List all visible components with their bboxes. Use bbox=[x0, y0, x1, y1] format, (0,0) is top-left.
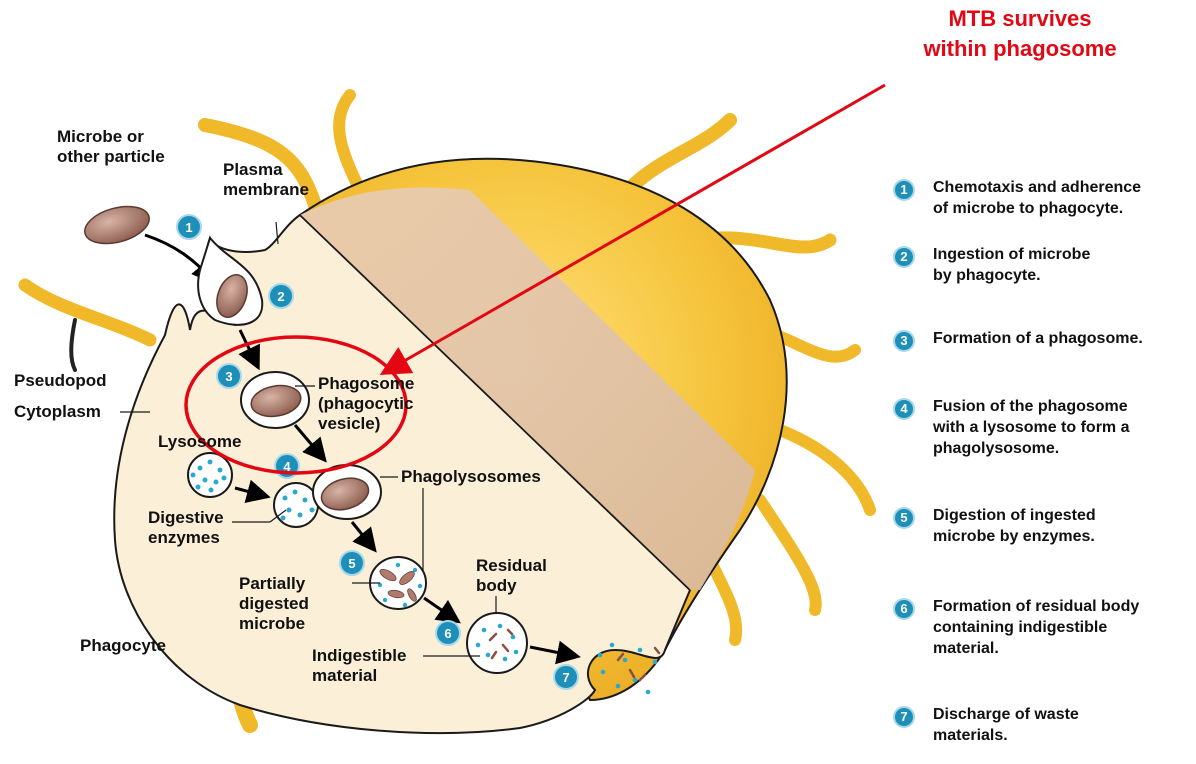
diagram-badge-6: 6 bbox=[436, 621, 460, 645]
svg-text:2: 2 bbox=[277, 289, 284, 304]
label-residual-body: Residual body bbox=[476, 556, 547, 596]
pseudopod-right-2 bbox=[780, 430, 870, 510]
pseudopod-right-3 bbox=[760, 500, 816, 610]
legend-badge-3: 3 bbox=[893, 330, 915, 352]
diagram-badge-3: 3 bbox=[217, 364, 241, 388]
svg-text:1: 1 bbox=[185, 220, 192, 235]
legend-badge-4: 4 bbox=[893, 398, 915, 420]
diagram-badge-5: 5 bbox=[340, 551, 364, 575]
label-lysosome: Lysosome bbox=[158, 432, 241, 452]
svg-text:3: 3 bbox=[225, 369, 232, 384]
legend-badge-7: 7 bbox=[893, 706, 915, 728]
legend-step-6: 6 Formation of residual body containing … bbox=[893, 596, 1193, 656]
legend-text-5: Digestion of ingested microbe by enzymes… bbox=[933, 505, 1195, 547]
legend-text-7: Discharge of waste materials. bbox=[933, 704, 1195, 746]
legend-badge-1: 1 bbox=[893, 179, 915, 201]
label-microbe: Microbe or other particle bbox=[57, 127, 165, 167]
legend-text-3: Formation of a phagosome. bbox=[933, 328, 1195, 349]
legend-step-2: 2 Ingestion of microbe by phagocyte. bbox=[893, 244, 1193, 304]
label-indigestible: Indigestible material bbox=[312, 646, 406, 686]
label-partially-digested: Partially digested microbe bbox=[239, 574, 309, 634]
microbe-free bbox=[81, 200, 154, 250]
label-cytoplasm: Cytoplasm bbox=[14, 402, 101, 422]
diagram-badge-2: 2 bbox=[269, 284, 293, 308]
phagocytosis-diagram: 1 2 3 4 5 6 7 MTB survives within phagos… bbox=[0, 0, 1196, 746]
label-phagocyte: Phagocyte bbox=[80, 636, 166, 656]
legend-step-3: 3 Formation of a phagosome. bbox=[893, 328, 1193, 388]
legend-step-4: 4 Fusion of the phagosome with a lysosom… bbox=[893, 396, 1193, 456]
pseudopod-top-right bbox=[339, 95, 360, 190]
legend-badge-2: 2 bbox=[893, 246, 915, 268]
label-phagolysosomes: Phagolysosomes bbox=[401, 467, 541, 487]
legend-text-2: Ingestion of microbe by phagocyte. bbox=[933, 244, 1195, 286]
legend-badge-5: 5 bbox=[893, 507, 915, 529]
fusing-lysosome bbox=[274, 483, 318, 527]
svg-text:5: 5 bbox=[348, 556, 355, 571]
legend-text-6: Formation of residual body containing in… bbox=[933, 596, 1195, 659]
label-digestive-enzymes: Digestive enzymes bbox=[148, 508, 224, 548]
label-phagosome: Phagosome (phagocytic vesicle) bbox=[318, 374, 414, 434]
residual-body bbox=[467, 613, 527, 673]
legend-step-5: 5 Digestion of ingested microbe by enzym… bbox=[893, 505, 1193, 565]
pseudopod-left-thin bbox=[71, 320, 75, 370]
svg-text:6: 6 bbox=[444, 626, 451, 641]
pseudopod-bottom-right bbox=[710, 560, 736, 640]
label-pseudopod: Pseudopod bbox=[14, 371, 107, 391]
diagram-badge-1: 1 bbox=[177, 215, 201, 239]
legend-badge-6: 6 bbox=[893, 598, 915, 620]
pseudopod-left bbox=[25, 285, 150, 340]
legend-step-1: 1 Chemotaxis and adherence of microbe to… bbox=[893, 177, 1193, 237]
legend-text-4: Fusion of the phagosome with a lysosome … bbox=[933, 396, 1195, 459]
diagram-badge-7: 7 bbox=[554, 665, 578, 689]
label-plasma-membrane: Plasma membrane bbox=[223, 160, 309, 200]
legend-text-1: Chemotaxis and adherence of microbe to p… bbox=[933, 177, 1195, 219]
svg-text:7: 7 bbox=[562, 670, 569, 685]
legend-step-7: 7 Discharge of waste materials. bbox=[893, 704, 1193, 764]
callout-text: MTB survives within phagosome bbox=[895, 4, 1145, 64]
